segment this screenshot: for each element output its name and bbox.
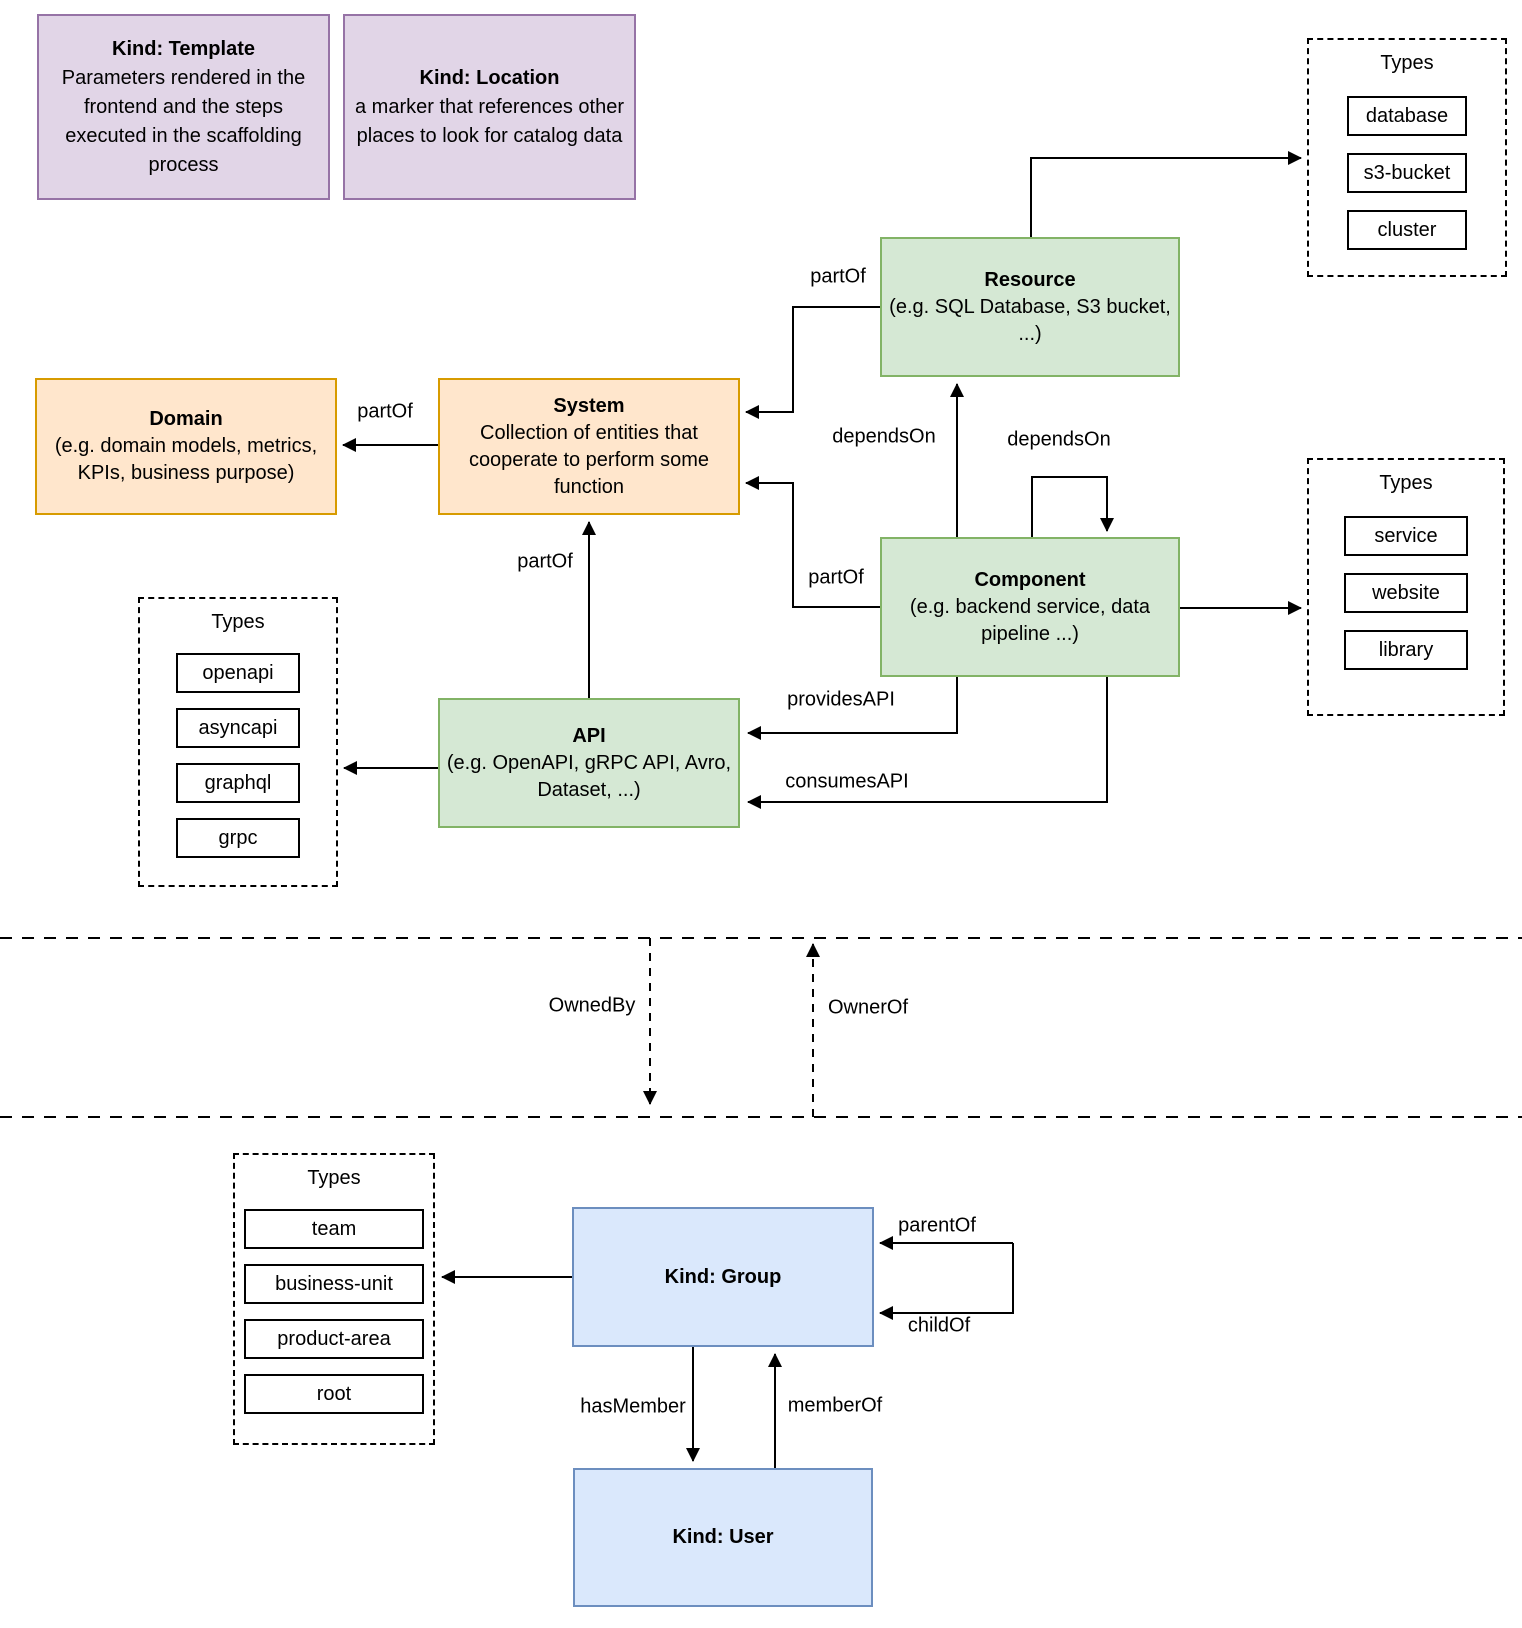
location-desc: a marker that references other places to…: [354, 95, 624, 147]
type-item-root: root: [244, 1374, 424, 1414]
template-node: Kind: Template Parameters rendered in th…: [37, 14, 330, 200]
resource-types-panel: Types database s3-bucket cluster: [1307, 38, 1507, 277]
label-ownedby: OwnedBy: [545, 994, 639, 1018]
component-types-title: Types: [1379, 472, 1433, 494]
label-partof-component-system: partOf: [805, 566, 867, 590]
label-partof-api-system: partOf: [514, 550, 576, 574]
template-title: Kind: Template: [112, 37, 255, 60]
type-item-asyncapi: asyncapi: [176, 708, 300, 748]
type-item-database: database: [1347, 96, 1467, 136]
type-item-service: service: [1344, 516, 1468, 556]
domain-node: Domain (e.g. domain models, metrics, KPI…: [35, 378, 337, 515]
group-title: Kind: Group: [664, 1265, 782, 1288]
type-item-business-unit: business-unit: [244, 1264, 424, 1304]
component-title: Component: [974, 568, 1086, 591]
type-item-s3-bucket: s3-bucket: [1347, 153, 1467, 193]
api-node: API (e.g. OpenAPI, gRPC API, Avro, Datas…: [438, 698, 740, 828]
api-title: API: [572, 724, 606, 747]
component-node: Component (e.g. backend service, data pi…: [880, 537, 1180, 677]
edge-component-providesapi-api: [747, 677, 958, 740]
label-parentof: parentOf: [895, 1214, 979, 1238]
edge-resource-partof-system: [745, 306, 880, 419]
system-desc: Collection of entities that cooperate to…: [468, 421, 710, 498]
label-memberof: memberOf: [784, 1394, 886, 1418]
label-childof: childOf: [904, 1314, 974, 1338]
label-hasmember: hasMember: [577, 1395, 689, 1419]
api-desc: (e.g. OpenAPI, gRPC API, Avro, Dataset, …: [446, 751, 732, 801]
domain-title: Domain: [149, 408, 223, 430]
template-desc: Parameters rendered in the frontend and …: [61, 66, 306, 176]
type-item-library: library: [1344, 630, 1468, 670]
edge-resource-to-resource-types: [1030, 151, 1302, 237]
label-partof-resource-system: partOf: [807, 265, 869, 289]
type-item-website: website: [1344, 573, 1468, 613]
label-dependson-self: dependsOn: [1004, 428, 1114, 452]
type-item-graphql: graphql: [176, 763, 300, 803]
group-types-panel: Types team business-unit product-area ro…: [233, 1153, 435, 1445]
label-ownerof: OwnerOf: [824, 996, 912, 1020]
label-providesapi: providesAPI: [784, 688, 898, 712]
user-node: Kind: User: [573, 1468, 873, 1607]
domain-desc: (e.g. domain models, metrics, KPIs, busi…: [54, 435, 318, 484]
type-item-product-area: product-area: [244, 1319, 424, 1359]
edge-component-partof-system: [745, 476, 880, 608]
system-node: System Collection of entities that coope…: [438, 378, 740, 515]
type-item-openapi: openapi: [176, 653, 300, 693]
label-consumesapi: consumesAPI: [782, 770, 912, 794]
resource-title: Resource: [984, 268, 1076, 291]
edge-component-dependson-self: [1031, 476, 1114, 537]
type-item-grpc: grpc: [176, 818, 300, 858]
system-title: System: [553, 394, 625, 417]
type-item-cluster: cluster: [1347, 210, 1467, 250]
location-node: Kind: Location a marker that references …: [343, 14, 636, 200]
edge-group-childof: [879, 1243, 1014, 1320]
location-title: Kind: Location: [419, 66, 560, 89]
group-types-title: Types: [307, 1167, 361, 1189]
resource-node: Resource (e.g. SQL Database, S3 bucket, …: [880, 237, 1180, 377]
edge-component-consumesapi-api: [747, 677, 1108, 809]
resource-desc: (e.g. SQL Database, S3 bucket, ...): [889, 295, 1171, 345]
component-types-panel: Types service website library: [1307, 458, 1505, 716]
label-dependson-resource: dependsOn: [829, 425, 939, 449]
component-desc: (e.g. backend service, data pipeline ...…: [909, 595, 1151, 645]
api-types-panel: Types openapi asyncapi graphql grpc: [138, 597, 338, 887]
type-item-team: team: [244, 1209, 424, 1249]
group-node: Kind: Group: [572, 1207, 874, 1347]
api-types-title: Types: [211, 611, 265, 633]
user-title: Kind: User: [672, 1526, 774, 1548]
label-partof-system-domain: partOf: [354, 400, 416, 424]
resource-types-title: Types: [1380, 52, 1434, 74]
